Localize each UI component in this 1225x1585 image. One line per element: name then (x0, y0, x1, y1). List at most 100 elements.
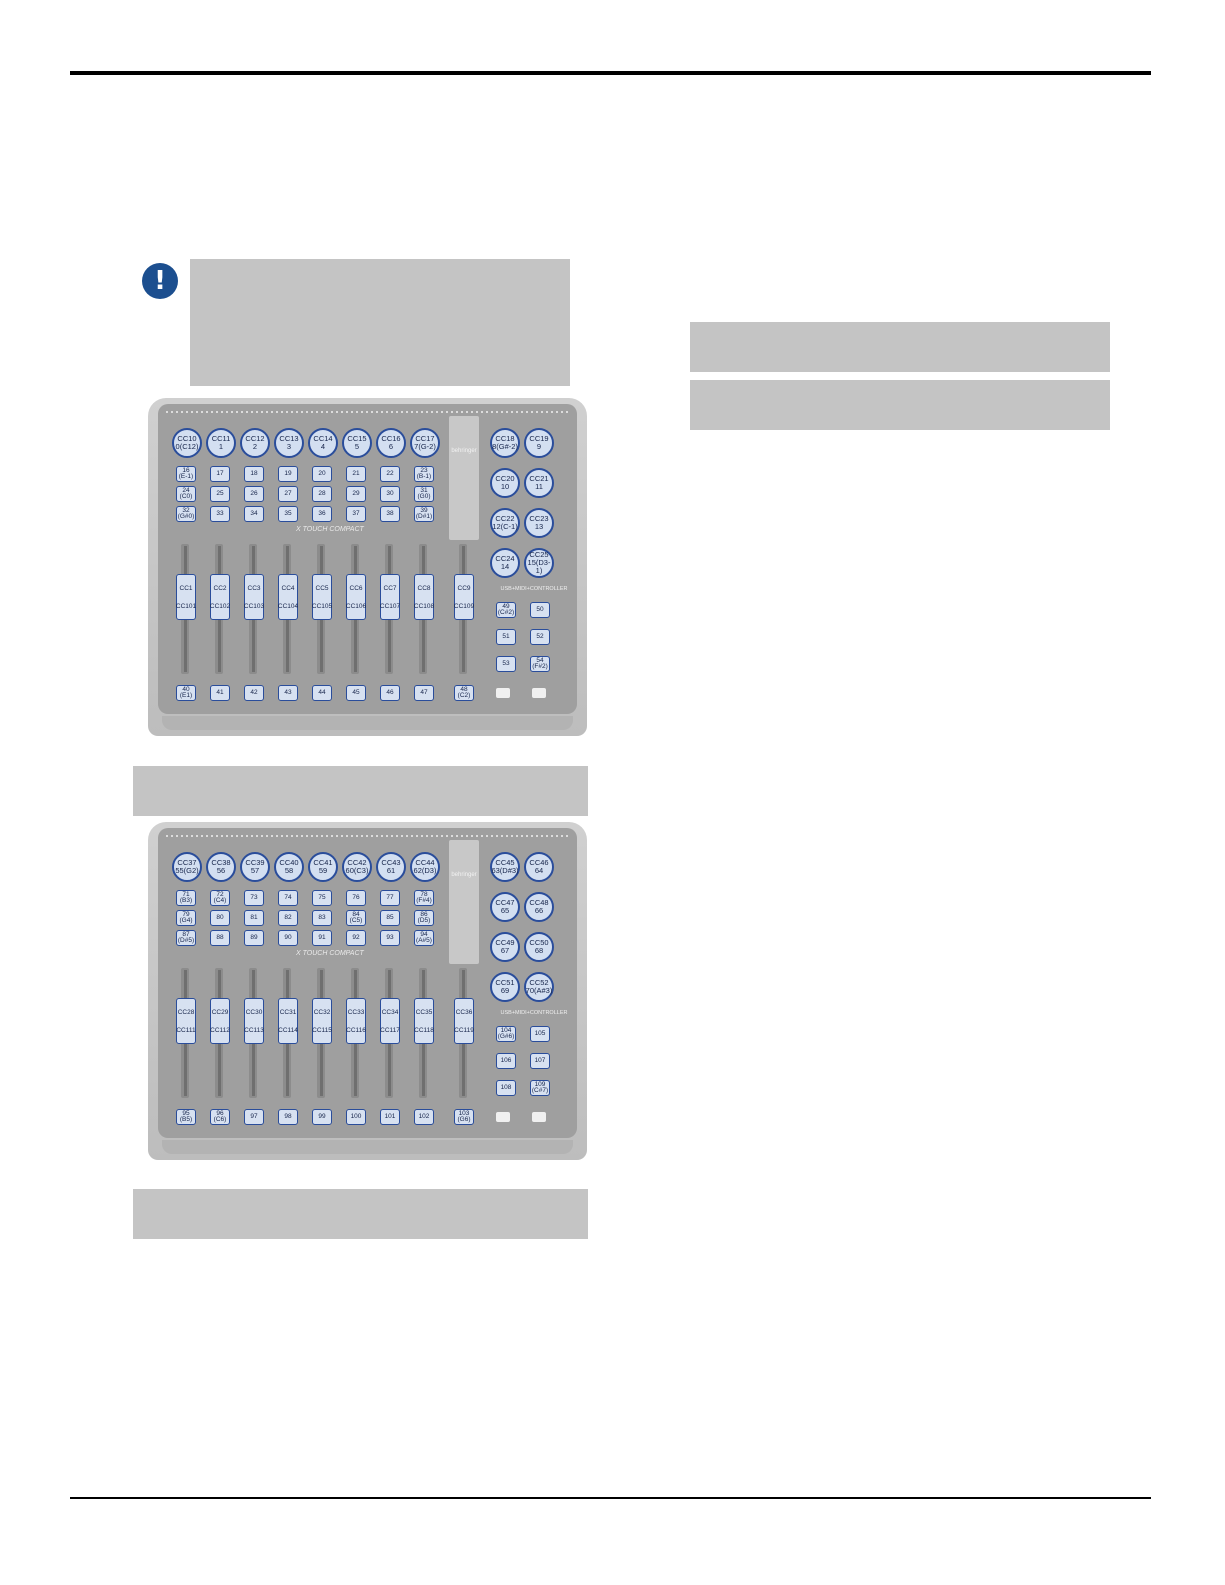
pad-button[interactable]: 27 (278, 486, 298, 502)
pad-button[interactable]: 84 (C5) (346, 910, 366, 926)
pad-button[interactable]: 36 (312, 506, 332, 522)
fader-cap[interactable]: CC34 CC117 (380, 998, 400, 1044)
pad-button[interactable]: 32 (G#0) (176, 506, 196, 522)
transport-button[interactable]: 108 (496, 1080, 516, 1096)
fader-button[interactable]: 98 (278, 1109, 298, 1125)
fader-button[interactable]: 103 (G6) (454, 1109, 474, 1125)
pad-button[interactable]: 33 (210, 506, 230, 522)
pad-button[interactable]: 28 (312, 486, 332, 502)
fader-button[interactable]: 43 (278, 685, 298, 701)
pad-button[interactable]: 26 (244, 486, 264, 502)
transport-button[interactable]: 109 (C#7) (530, 1080, 550, 1096)
pad-button[interactable]: 37 (346, 506, 366, 522)
fader-cap[interactable]: CC4 CC104 (278, 574, 298, 620)
rotary-knob[interactable]: CC48 66 (524, 892, 554, 922)
pad-button[interactable]: 22 (380, 466, 400, 482)
rotary-knob[interactable]: CC52 70(A#3) (524, 972, 554, 1002)
rotary-knob[interactable]: CC50 68 (524, 932, 554, 962)
transport-button[interactable]: 52 (530, 629, 550, 645)
transport-button[interactable]: 107 (530, 1053, 550, 1069)
rotary-knob[interactable]: CC23 13 (524, 508, 554, 538)
rotary-knob[interactable]: CC44 62(D3) (410, 852, 440, 882)
fader-button[interactable]: 48 (C2) (454, 685, 474, 701)
fader-cap[interactable]: CC3 CC103 (244, 574, 264, 620)
rotary-knob[interactable]: CC11 1 (206, 428, 236, 458)
transport-button[interactable]: 105 (530, 1026, 550, 1042)
rotary-knob[interactable]: CC38 56 (206, 852, 236, 882)
rotary-knob[interactable]: CC13 3 (274, 428, 304, 458)
rotary-knob[interactable]: CC41 59 (308, 852, 338, 882)
fader-button[interactable]: 99 (312, 1109, 332, 1125)
fader-cap[interactable]: CC2 CC102 (210, 574, 230, 620)
rotary-knob[interactable]: CC20 10 (490, 468, 520, 498)
pad-button[interactable]: 18 (244, 466, 264, 482)
transport-button[interactable]: 54 (F#2) (530, 656, 550, 672)
pad-button[interactable]: 23 (B-1) (414, 466, 434, 482)
pad-button[interactable]: 81 (244, 910, 264, 926)
fader-button[interactable]: 102 (414, 1109, 434, 1125)
transport-button[interactable]: 104 (G#6) (496, 1026, 516, 1042)
fader-cap[interactable]: CC36 CC119 (454, 998, 474, 1044)
fader-button[interactable]: 96 (C6) (210, 1109, 230, 1125)
rotary-knob[interactable]: CC42 60(C3) (342, 852, 372, 882)
transport-button[interactable]: 53 (496, 656, 516, 672)
fader-cap[interactable]: CC32 CC115 (312, 998, 332, 1044)
pad-button[interactable]: 21 (346, 466, 366, 482)
pad-button[interactable]: 31 (G0) (414, 486, 434, 502)
rotary-knob[interactable]: CC10 0(C12) (172, 428, 202, 458)
rotary-knob[interactable]: CC15 5 (342, 428, 372, 458)
pad-button[interactable]: 92 (346, 930, 366, 946)
pad-button[interactable]: 79 (G4) (176, 910, 196, 926)
rotary-knob[interactable]: CC21 11 (524, 468, 554, 498)
fader-button[interactable]: 47 (414, 685, 434, 701)
pad-button[interactable]: 94 (A#5) (414, 930, 434, 946)
fader-cap[interactable]: CC5 CC105 (312, 574, 332, 620)
transport-button[interactable]: 49 (C#2) (496, 602, 516, 618)
rotary-knob[interactable]: CC49 67 (490, 932, 520, 962)
layer-a-button[interactable] (496, 688, 510, 698)
pad-button[interactable]: 35 (278, 506, 298, 522)
rotary-knob[interactable]: CC45 63(D#3) (490, 852, 520, 882)
pad-button[interactable]: 19 (278, 466, 298, 482)
pad-button[interactable]: 38 (380, 506, 400, 522)
pad-button[interactable]: 16 (E-1) (176, 466, 196, 482)
rotary-knob[interactable]: CC43 61 (376, 852, 406, 882)
pad-button[interactable]: 91 (312, 930, 332, 946)
transport-button[interactable]: 50 (530, 602, 550, 618)
fader-cap[interactable]: CC33 CC116 (346, 998, 366, 1044)
layer-b-button[interactable] (532, 688, 546, 698)
fader-button[interactable]: 44 (312, 685, 332, 701)
pad-button[interactable]: 87 (D#5) (176, 930, 196, 946)
fader-button[interactable]: 95 (B5) (176, 1109, 196, 1125)
rotary-knob[interactable]: CC51 69 (490, 972, 520, 1002)
fader-cap[interactable]: CC8 CC108 (414, 574, 434, 620)
rotary-knob[interactable]: CC39 57 (240, 852, 270, 882)
rotary-knob[interactable]: CC18 8(G#-2) (490, 428, 520, 458)
pad-button[interactable]: 85 (380, 910, 400, 926)
layer-a-button[interactable] (496, 1112, 510, 1122)
pad-button[interactable]: 83 (312, 910, 332, 926)
fader-button[interactable]: 101 (380, 1109, 400, 1125)
pad-button[interactable]: 90 (278, 930, 298, 946)
fader-cap[interactable]: CC7 CC107 (380, 574, 400, 620)
pad-button[interactable]: 80 (210, 910, 230, 926)
pad-button[interactable]: 24 (C0) (176, 486, 196, 502)
pad-button[interactable]: 77 (380, 890, 400, 906)
fader-cap[interactable]: CC35 CC118 (414, 998, 434, 1044)
rotary-knob[interactable]: CC25 15(D3-1) (524, 548, 554, 578)
rotary-knob[interactable]: CC17 7(G-2) (410, 428, 440, 458)
fader-button[interactable]: 41 (210, 685, 230, 701)
pad-button[interactable]: 89 (244, 930, 264, 946)
transport-button[interactable]: 51 (496, 629, 516, 645)
rotary-knob[interactable]: CC12 2 (240, 428, 270, 458)
fader-cap[interactable]: CC1 CC101 (176, 574, 196, 620)
pad-button[interactable]: 39 (D#1) (414, 506, 434, 522)
rotary-knob[interactable]: CC19 9 (524, 428, 554, 458)
pad-button[interactable]: 93 (380, 930, 400, 946)
rotary-knob[interactable]: CC14 4 (308, 428, 338, 458)
rotary-knob[interactable]: CC22 12(C-1) (490, 508, 520, 538)
fader-cap[interactable]: CC31 CC114 (278, 998, 298, 1044)
layer-b-button[interactable] (532, 1112, 546, 1122)
pad-button[interactable]: 74 (278, 890, 298, 906)
pad-button[interactable]: 25 (210, 486, 230, 502)
